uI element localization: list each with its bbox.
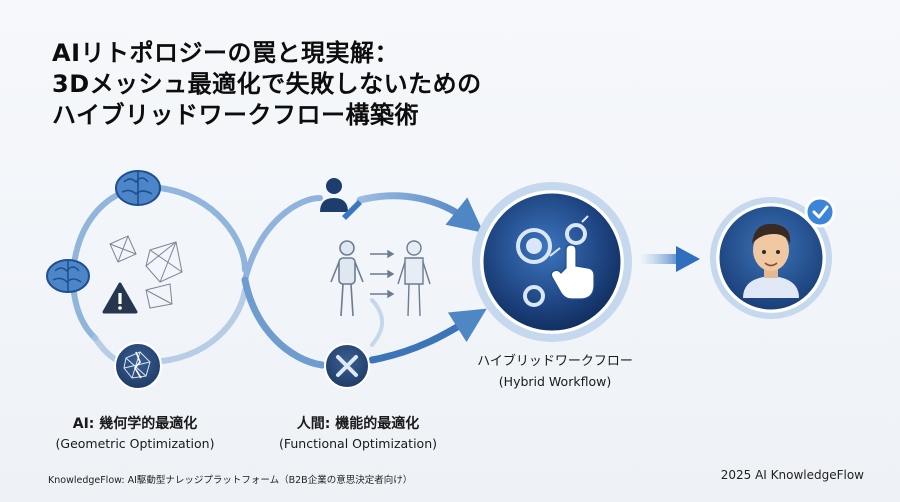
infinity-arc-lower bbox=[241, 276, 326, 369]
broken-mesh-icon bbox=[114, 342, 162, 390]
page-title: AIリトポロジーの罠と現実解： 3Dメッシュ最適化で失敗しないための ハイブリッ… bbox=[52, 38, 572, 131]
mesh-icon bbox=[109, 235, 183, 309]
human-label-jp: 人間: 機能的最適化 bbox=[296, 416, 420, 432]
ai-label-jp: AI: 幾何学的最適化 bbox=[72, 416, 198, 432]
ai-node-caption: AI: 幾何学的最適化 (Geometric Optimization) bbox=[40, 414, 230, 454]
ai-cycle-arc bbox=[70, 185, 248, 341]
handoff-arrow bbox=[640, 246, 700, 272]
title-line-2: 3Dメッシュ最適化で失敗しないための bbox=[52, 70, 482, 98]
footer-brand-description: KnowledgeFlow: AI駆動型ナレッジプラットフォーム（B2B企業の意… bbox=[48, 475, 413, 486]
hybrid-node-caption: ハイブリッドワークフロー (Hybrid Workflow) bbox=[455, 352, 655, 392]
brain-icon-left bbox=[46, 259, 90, 293]
tools-icon bbox=[324, 343, 370, 389]
hybrid-label-jp: ハイブリッドワークフロー bbox=[477, 354, 633, 369]
brain-icon bbox=[115, 170, 161, 206]
title-line-3: ハイブリッドワークフロー構築術 bbox=[52, 101, 420, 129]
title-line-1: AIリトポロジーの罠と現実解： bbox=[52, 39, 400, 67]
human-node-caption: 人間: 機能的最適化 (Functional Optimization) bbox=[258, 414, 458, 454]
rig-figure-icon bbox=[330, 240, 364, 317]
ai-label-en: (Geometric Optimization) bbox=[55, 436, 215, 451]
infinity-arc-upper bbox=[242, 195, 323, 283]
retopo-arrows bbox=[370, 249, 395, 299]
human-side-arc bbox=[370, 298, 385, 347]
warning-icon bbox=[102, 282, 138, 314]
human-figure-icon bbox=[397, 240, 431, 317]
hybrid-label-en: (Hybrid Workflow) bbox=[498, 374, 612, 389]
footer-copyright: 2025 AI KnowledgeFlow bbox=[720, 468, 864, 482]
check-badge-icon bbox=[804, 196, 836, 228]
human-label-en: (Functional Optimization) bbox=[279, 436, 437, 451]
user-edit-icon bbox=[320, 178, 362, 220]
avatar-icon bbox=[710, 197, 832, 319]
gears-hand-icon bbox=[472, 182, 632, 342]
flow-arrow-to-hybrid bbox=[356, 192, 484, 233]
flow-arrow-lower-to-hybrid bbox=[368, 308, 487, 364]
